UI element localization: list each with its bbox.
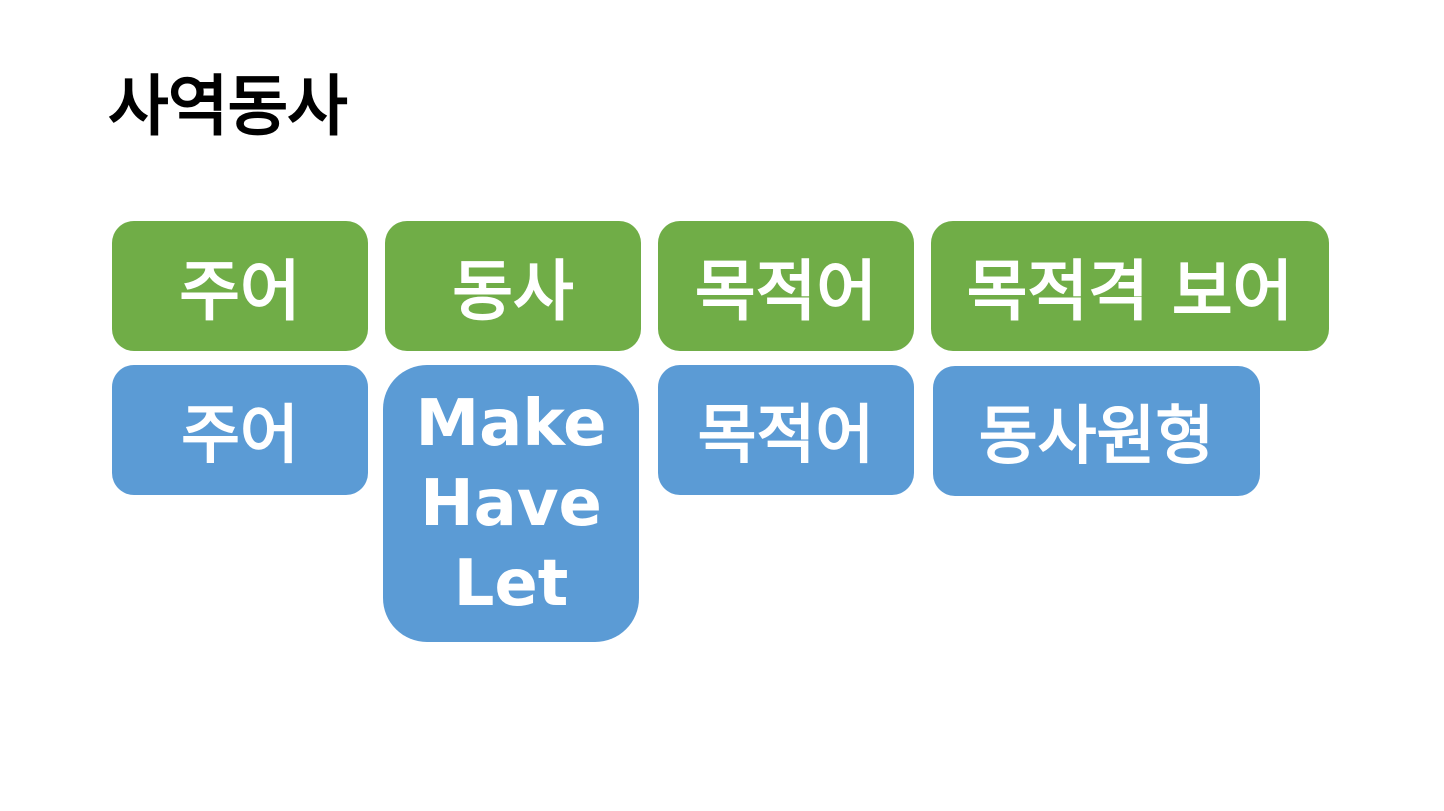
header-object-complement-box: 목적격 보어 xyxy=(931,221,1329,351)
header-object-label: 목적어 xyxy=(694,253,878,330)
verb-let: Let xyxy=(453,546,569,621)
value-base-verb-box: 동사원형 xyxy=(933,366,1260,496)
verb-have: Have xyxy=(420,466,602,541)
value-object-label: 목적어 xyxy=(697,399,875,473)
value-causative-verbs-box: Make Have Let xyxy=(383,365,639,642)
header-verb-box: 동사 xyxy=(385,221,641,351)
header-subject-box: 주어 xyxy=(112,221,368,351)
verb-make: Make xyxy=(415,386,607,461)
header-object-box: 목적어 xyxy=(658,221,914,351)
header-object-complement-label: 목적격 보어 xyxy=(966,253,1294,330)
value-object-box: 목적어 xyxy=(658,365,914,495)
header-verb-label: 동사 xyxy=(452,253,574,330)
value-base-verb-label: 동사원형 xyxy=(978,400,1215,474)
value-subject-box: 주어 xyxy=(112,365,368,495)
header-subject-label: 주어 xyxy=(179,253,301,330)
slide-title: 사역동사 xyxy=(108,68,348,145)
value-subject-label: 주어 xyxy=(181,399,299,473)
